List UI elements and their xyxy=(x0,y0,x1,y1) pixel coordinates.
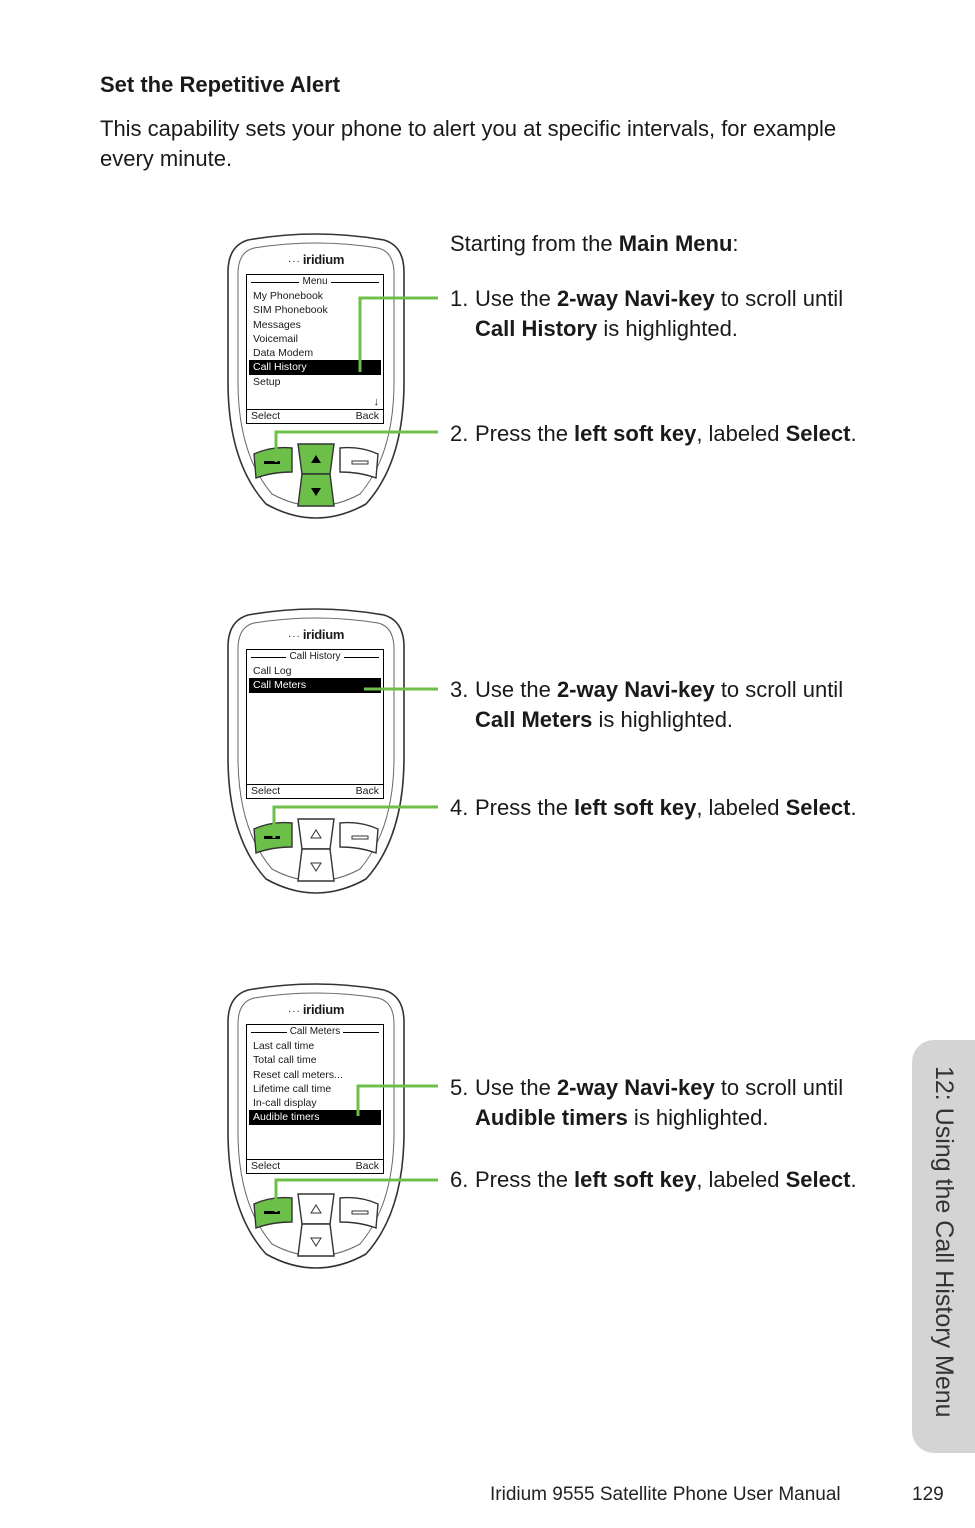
callout-line-4 xyxy=(272,805,438,838)
left-softkey-label: Select xyxy=(251,1160,281,1172)
down-arrow-icon: ↓ xyxy=(373,396,380,408)
step-5: 5.Use the 2-way Navi-key to scroll until… xyxy=(450,1075,844,1130)
softkey-bar: Select Back xyxy=(247,409,383,423)
screen-title: Call History xyxy=(251,651,379,663)
iridium-logo: ···iridium xyxy=(287,1002,345,1017)
step-intro: Starting from the Main Menu: xyxy=(450,231,739,256)
step-6: 6.Press the left soft key, labeled Selec… xyxy=(450,1167,857,1192)
menu-item[interactable]: Messages xyxy=(253,318,301,331)
chapter-tab-label: 12: Using the Call History Menu xyxy=(930,1066,958,1418)
screen-menu: Call Log Call Meters xyxy=(249,664,381,693)
softkey-bar: Select Back xyxy=(247,784,383,798)
step-3: 3.Use the 2-way Navi-key to scroll until… xyxy=(450,677,844,732)
menu-item-highlighted[interactable]: Call History xyxy=(249,360,381,375)
menu-item[interactable]: Call Log xyxy=(253,665,292,677)
softkey-bar: Select Back xyxy=(247,1159,383,1173)
menu-item[interactable]: Voicemail xyxy=(253,332,298,345)
menu-item[interactable]: Setup xyxy=(253,375,281,388)
left-softkey-label: Select xyxy=(251,410,281,422)
phone-illustration-call-history: ···iridium Call History Call Log Call Me… xyxy=(226,607,406,897)
phone-screen: Call History Call Log Call Meters Select… xyxy=(246,649,384,799)
left-softkey-label: Select xyxy=(251,785,281,797)
step-4: 4.Press the left soft key, labeled Selec… xyxy=(450,795,857,820)
menu-item-highlighted[interactable]: Call Meters xyxy=(249,678,381,693)
callout-line-5 xyxy=(356,1084,438,1116)
menu-item[interactable]: Lifetime call time xyxy=(253,1082,332,1095)
screen-title: Menu xyxy=(251,276,379,288)
iridium-logo: ···iridium xyxy=(287,627,345,642)
section-heading: Set the Repetitive Alert xyxy=(100,72,341,97)
menu-item[interactable]: Total call time xyxy=(253,1054,317,1067)
menu-item[interactable]: Data Modem xyxy=(253,347,314,360)
footer-title: Iridium 9555 Satellite Phone User Manual xyxy=(490,1484,841,1505)
screen-menu: My Phonebook SIM Phonebook Messages Voic… xyxy=(249,289,381,389)
menu-item[interactable]: Last call time xyxy=(253,1040,315,1052)
screen-menu: Last call time Total call time Reset cal… xyxy=(249,1039,381,1125)
callout-line-6 xyxy=(274,1178,438,1212)
menu-item-highlighted[interactable]: Audible timers xyxy=(249,1110,381,1125)
page-number: 129 xyxy=(912,1484,944,1505)
menu-item[interactable]: Reset call meters... xyxy=(253,1068,343,1081)
phone-illustration-call-meters: ···iridium Call Meters Last call time To… xyxy=(226,982,406,1272)
right-soft-key-icon xyxy=(339,821,379,854)
phone-screen: Call Meters Last call time Total call ti… xyxy=(246,1024,384,1174)
step-2: 2.Press the left soft key, labeled Selec… xyxy=(450,421,857,446)
chapter-tab xyxy=(912,1040,975,1453)
navi-key-down-icon xyxy=(297,848,335,882)
menu-item[interactable]: My Phonebook xyxy=(253,290,324,302)
screen-title: Call Meters xyxy=(251,1026,379,1038)
right-softkey-label: Back xyxy=(355,410,379,422)
right-soft-key-icon xyxy=(339,1196,379,1229)
navi-key-down-icon xyxy=(297,1223,335,1257)
callout-line-2 xyxy=(274,430,438,462)
step-1: 1.Use the 2-way Navi-key to scroll until… xyxy=(450,286,844,341)
intro-paragraph: This capability sets your phone to alert… xyxy=(100,116,837,171)
right-softkey-label: Back xyxy=(355,1160,379,1172)
iridium-logo: ···iridium xyxy=(287,252,345,267)
right-soft-key-icon xyxy=(339,446,379,479)
menu-item[interactable]: SIM Phonebook xyxy=(253,304,328,317)
menu-item[interactable]: In-call display xyxy=(253,1097,317,1110)
right-softkey-label: Back xyxy=(355,785,379,797)
callout-line-1 xyxy=(358,296,438,372)
